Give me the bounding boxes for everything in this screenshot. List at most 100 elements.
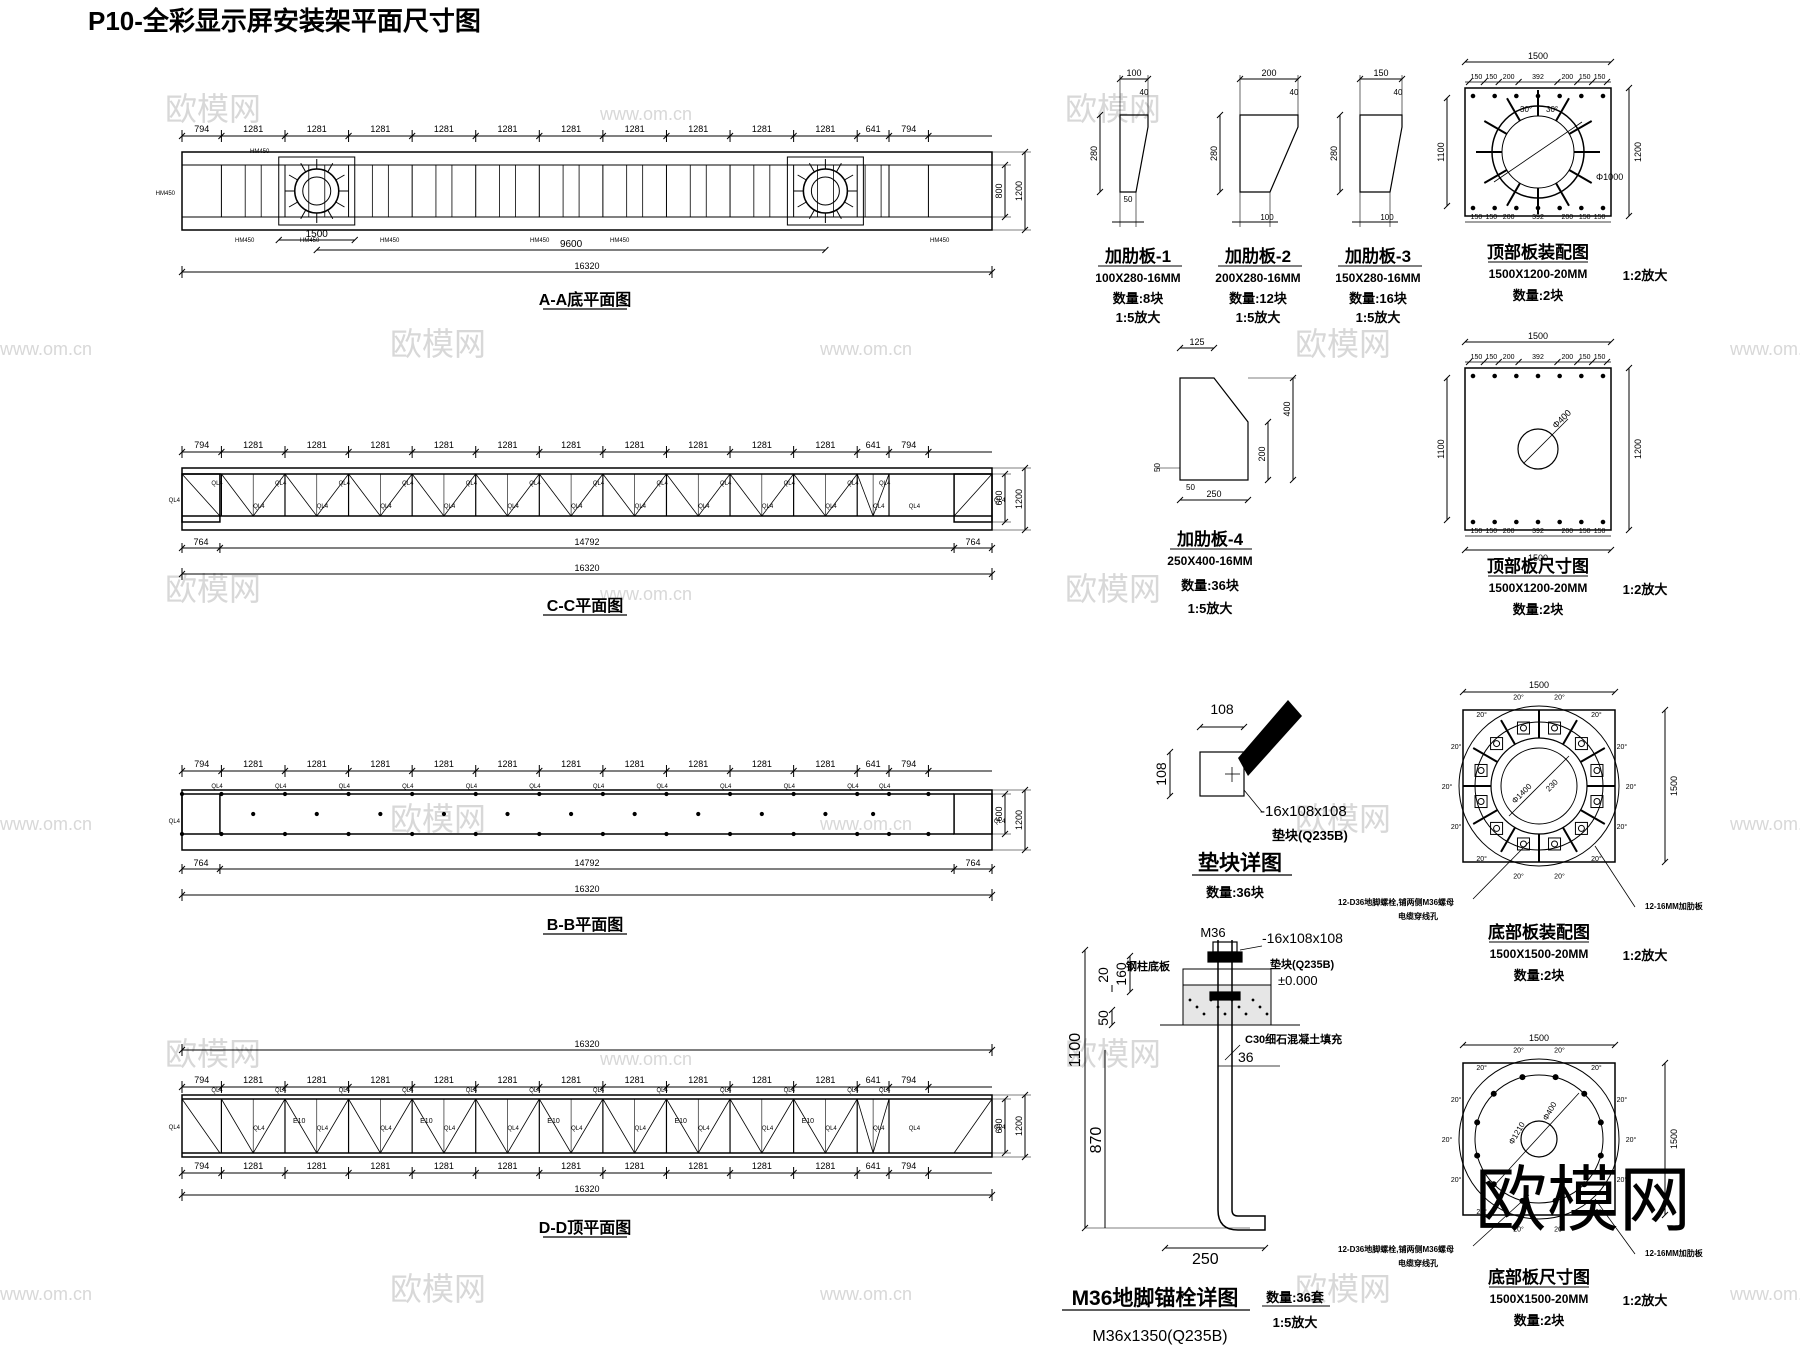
rib-qty: 数量:36块 [1181, 578, 1240, 593]
end-box [953, 793, 993, 835]
dim-value: 1281 [307, 1161, 327, 1171]
truss-diagonal [443, 1098, 477, 1154]
rib-stub [808, 163, 815, 173]
dim-angle: 20° [1626, 783, 1637, 791]
watermark-text: 欧模网 [1295, 801, 1391, 837]
diameter-line [1490, 1092, 1580, 1190]
member-label: QL4 [169, 498, 181, 504]
anchor-bolt [1577, 740, 1585, 748]
member-label-e10: E10 [420, 1118, 433, 1125]
grout-dot [1251, 998, 1255, 1002]
pad-square [1590, 795, 1604, 809]
dim-angle: 20° [1591, 711, 1602, 719]
truss-diagonal [316, 1098, 349, 1154]
anchor-hole [1474, 1119, 1481, 1126]
truss-diagonal [316, 473, 349, 517]
dim-value: 1281 [434, 1161, 454, 1171]
dim-tick [599, 767, 607, 775]
truss-diagonal [729, 1098, 763, 1154]
anchor-title: M36地脚锚栓详图 [1072, 1286, 1239, 1310]
dim-tick [178, 1169, 186, 1177]
dim-tick [472, 1169, 480, 1177]
plate-name: 顶部板装配图 [1487, 242, 1589, 262]
dim-value: 794 [901, 759, 916, 769]
grout-fill [1182, 984, 1272, 1026]
pad-label: 垫块(Q235B) [1272, 828, 1348, 843]
dim-h2: 1200 [1633, 142, 1643, 162]
dim-tick [1515, 78, 1522, 86]
dim-value: 1281 [307, 124, 327, 134]
dim-value: 1281 [307, 1075, 327, 1085]
dim-tick [178, 544, 186, 552]
bolt-dot [926, 791, 931, 797]
truss-diagonal [761, 473, 794, 517]
member-label: QL4 [656, 784, 668, 790]
dim-tick [1001, 470, 1009, 478]
member-label: HM450 [610, 238, 630, 244]
bolt-hole [1579, 93, 1584, 99]
dim-left2: 50 [1186, 483, 1195, 492]
dim-tick [853, 767, 861, 775]
dim-tick [1465, 358, 1473, 366]
dim-total: 16320 [574, 261, 599, 271]
plan-dd-title: D-D顶平面图 [539, 1219, 631, 1237]
dim-tick [218, 448, 225, 456]
dim-inner: 600 [994, 1118, 1004, 1133]
bolt-hole [1492, 373, 1497, 379]
dim-value: 1281 [815, 1075, 835, 1085]
dim-tick [218, 767, 225, 775]
dim-total: 1100 [1067, 1033, 1084, 1068]
member-label: QL4 [720, 1088, 732, 1094]
truss-diagonal [856, 473, 874, 517]
base-plate-ring [802, 168, 849, 214]
truss-diagonal [507, 473, 540, 517]
dim-tick [1607, 546, 1615, 554]
bolt-note-cable: 电缆穿线孔 [1398, 911, 1438, 921]
dim-tick [216, 544, 224, 552]
dim-tick [178, 448, 186, 456]
dim-tick [1356, 75, 1364, 83]
dim-angle: 20° [1476, 855, 1487, 863]
dim-tick [178, 865, 186, 873]
dim-tick [1021, 1091, 1029, 1099]
dim-tick [1461, 546, 1469, 554]
dim-tick-value: 150 [1471, 214, 1483, 221]
dim-tick [1021, 786, 1029, 794]
rib-spec: 200X280-16MM [1215, 271, 1300, 285]
dim-top: 150 [1373, 68, 1388, 78]
dim-base: 1500 [306, 229, 329, 240]
dim-tick [1196, 723, 1204, 731]
bolt-dot [251, 811, 256, 817]
member-label: QL4 [466, 784, 478, 790]
dim-tick [281, 767, 289, 775]
bolt-dot [346, 791, 351, 797]
pad-label: 垫块(Q235B) [1270, 957, 1335, 971]
dim-tick [1480, 358, 1488, 366]
dim-width: 1500 [1529, 1033, 1549, 1043]
bolt-dot [823, 811, 828, 817]
dim-width: 1500 [1528, 51, 1548, 61]
plate-scale: 1:2放大 [1623, 268, 1668, 283]
dim-tick [472, 1083, 480, 1091]
truss-diagonal [348, 1098, 381, 1154]
dim-d1: Φ1400 [1510, 782, 1534, 806]
dim-value: 1281 [752, 1161, 772, 1171]
anchor-bolt [1519, 724, 1527, 732]
bolt-nut-lower [1209, 991, 1241, 1001]
base-plate-outline [278, 156, 356, 226]
dim-bottom: 100 [1260, 213, 1274, 222]
bolt-dot [314, 811, 319, 817]
watermark-url: www.om.cn [819, 339, 912, 359]
bolt-dot [410, 831, 415, 837]
truss-diagonal [570, 473, 604, 517]
bolt-dot [664, 791, 669, 797]
truss-diagonal [761, 1098, 794, 1154]
pad-square [1474, 763, 1488, 777]
bottom-plate-size: Φ1210Φ40020°20°20°20°20°20°20°20°20°20°2… [1338, 1033, 1704, 1328]
dim-tick [535, 132, 543, 140]
grout-dot [1202, 1012, 1206, 1016]
rib-qty: 数量:8块 [1113, 291, 1165, 306]
dim-tick [535, 1083, 543, 1091]
